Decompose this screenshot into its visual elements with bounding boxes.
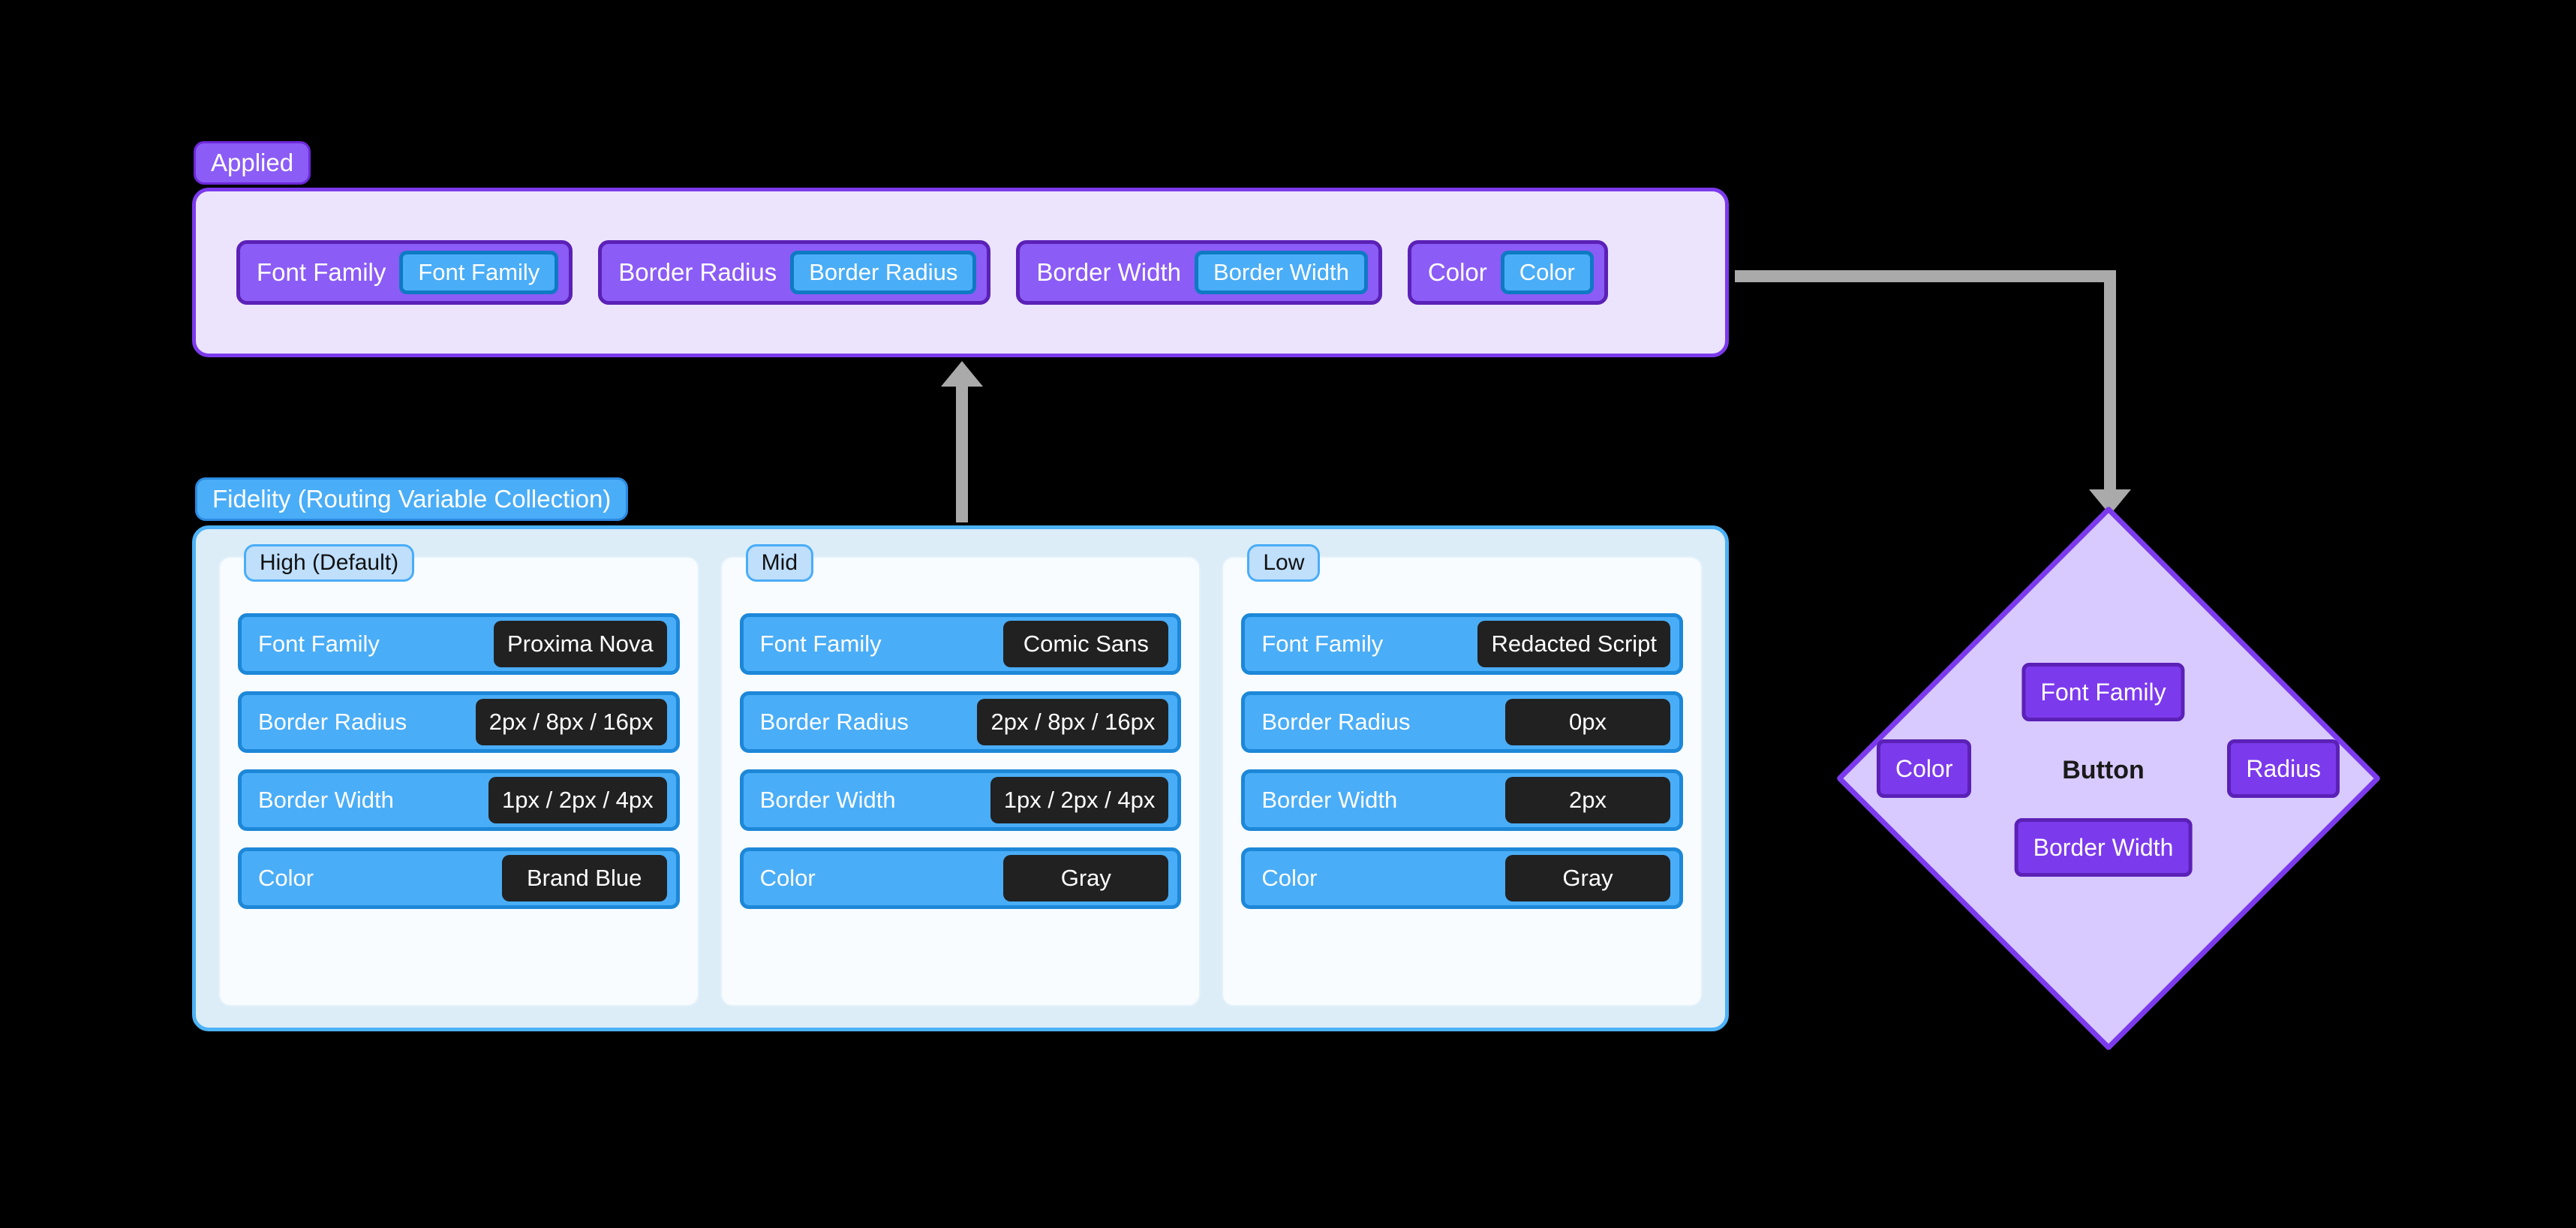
variable-row-font-family[interactable]: Font Family Comic Sans [739, 613, 1182, 675]
variable-row-border-radius[interactable]: Border Radius 0px [1241, 691, 1684, 753]
variable-row-border-radius[interactable]: Border Radius 2px / 8px / 16px [739, 691, 1182, 753]
applied-chip-label: Border Width [1036, 258, 1181, 286]
applied-chip-border-radius[interactable]: Border Radius Border Radius [598, 240, 991, 305]
variable-list: Font Family Proxima Nova Border Radius 2… [238, 613, 680, 909]
variable-name: Color [1261, 865, 1318, 891]
variable-value: Gray [1505, 855, 1671, 901]
variable-value: Proxima Nova [493, 621, 667, 667]
property-box-font-family[interactable]: Font Family [2021, 663, 2185, 721]
variable-row-border-width[interactable]: Border Width 2px [1241, 769, 1684, 831]
variable-value: 2px [1505, 777, 1671, 823]
applied-chip-row: Font Family Font Family Border Radius Bo… [196, 191, 1725, 354]
applied-chip-pill[interactable]: Color [1500, 251, 1594, 294]
variable-name: Border Width [759, 787, 896, 813]
fidelity-column-badge[interactable]: High (Default) [244, 544, 415, 582]
variable-value: Brand Blue [501, 855, 667, 901]
applied-chip-label: Border Radius [618, 258, 777, 286]
variable-name: Border Radius [258, 709, 407, 735]
applied-chip-pill[interactable]: Border Radius [790, 251, 977, 294]
applied-chip-label: Color [1427, 258, 1487, 286]
variable-name: Font Family [1261, 631, 1384, 657]
connector-applied-to-component-horizontal [1735, 270, 2116, 282]
connector-applied-to-component-vertical [2104, 270, 2116, 495]
fidelity-column-low: Low Font Family Redacted Script Border R… [1222, 544, 1703, 1007]
applied-chip-pill[interactable]: Font Family [399, 251, 559, 294]
applied-chip-pill[interactable]: Border Width [1194, 251, 1368, 294]
variable-row-font-family[interactable]: Font Family Proxima Nova [238, 613, 680, 675]
property-box-color[interactable]: Color [1877, 739, 1972, 798]
connector-fidelity-to-applied [956, 375, 968, 522]
applied-chip-border-width[interactable]: Border Width Border Width [1016, 240, 1382, 305]
variable-row-border-radius[interactable]: Border Radius 2px / 8px / 16px [238, 691, 680, 753]
variable-value: Redacted Script [1477, 621, 1671, 667]
component-node[interactable]: Font Family Color Button Radius Border W… [1834, 505, 2382, 1052]
variable-name: Color [759, 865, 816, 891]
variable-row-border-width[interactable]: Border Width 1px / 2px / 4px [238, 769, 680, 831]
variable-row-border-width[interactable]: Border Width 1px / 2px / 4px [739, 769, 1182, 831]
variable-value: Comic Sans [1003, 621, 1169, 667]
variable-name: Border Radius [759, 709, 909, 735]
variable-name: Font Family [258, 631, 380, 657]
fidelity-column-mid: Mid Font Family Comic Sans Border Radius… [720, 544, 1201, 1007]
applied-chip-font-family[interactable]: Font Family Font Family [236, 240, 573, 305]
arrowhead-up-icon [941, 361, 983, 387]
applied-chip-label: Font Family [257, 258, 386, 286]
variable-value: 2px / 8px / 16px [977, 699, 1169, 745]
diamond-content: Font Family Color Button Radius Border W… [1834, 510, 2373, 1036]
variable-name: Color [258, 865, 314, 891]
property-box-radius[interactable]: Radius [2227, 739, 2340, 798]
property-box-border-width[interactable]: Border Width [2014, 818, 2193, 877]
component-center-label: Button [2062, 756, 2145, 784]
variable-name: Font Family [759, 631, 882, 657]
variable-value: 1px / 2px / 4px [990, 777, 1169, 823]
applied-group-badge[interactable]: Applied [194, 141, 311, 185]
variable-row-color[interactable]: Color Brand Blue [238, 847, 680, 909]
variable-row-color[interactable]: Color Gray [739, 847, 1182, 909]
variable-row-font-family[interactable]: Font Family Redacted Script [1241, 613, 1684, 675]
variable-name: Border Width [258, 787, 394, 813]
fidelity-column-high: High (Default) Font Family Proxima Nova … [218, 544, 699, 1007]
variable-row-color[interactable]: Color Gray [1241, 847, 1684, 909]
fidelity-column-badge[interactable]: Low [1247, 544, 1321, 582]
variable-list: Font Family Comic Sans Border Radius 2px… [739, 613, 1182, 909]
variable-value: 0px [1505, 699, 1671, 745]
applied-chip-color[interactable]: Color Color [1407, 240, 1608, 305]
variable-value: Gray [1003, 855, 1169, 901]
fidelity-panel: High (Default) Font Family Proxima Nova … [192, 525, 1729, 1031]
variable-name: Border Width [1261, 787, 1398, 813]
variable-value: 2px / 8px / 16px [475, 699, 667, 745]
fidelity-column-badge[interactable]: Mid [745, 544, 814, 582]
fidelity-group-badge[interactable]: Fidelity (Routing Variable Collection) [195, 477, 629, 521]
variable-name: Border Radius [1261, 709, 1411, 735]
variable-value: 1px / 2px / 4px [488, 777, 667, 823]
variable-list: Font Family Redacted Script Border Radiu… [1241, 613, 1684, 909]
applied-panel: Font Family Font Family Border Radius Bo… [192, 188, 1729, 357]
